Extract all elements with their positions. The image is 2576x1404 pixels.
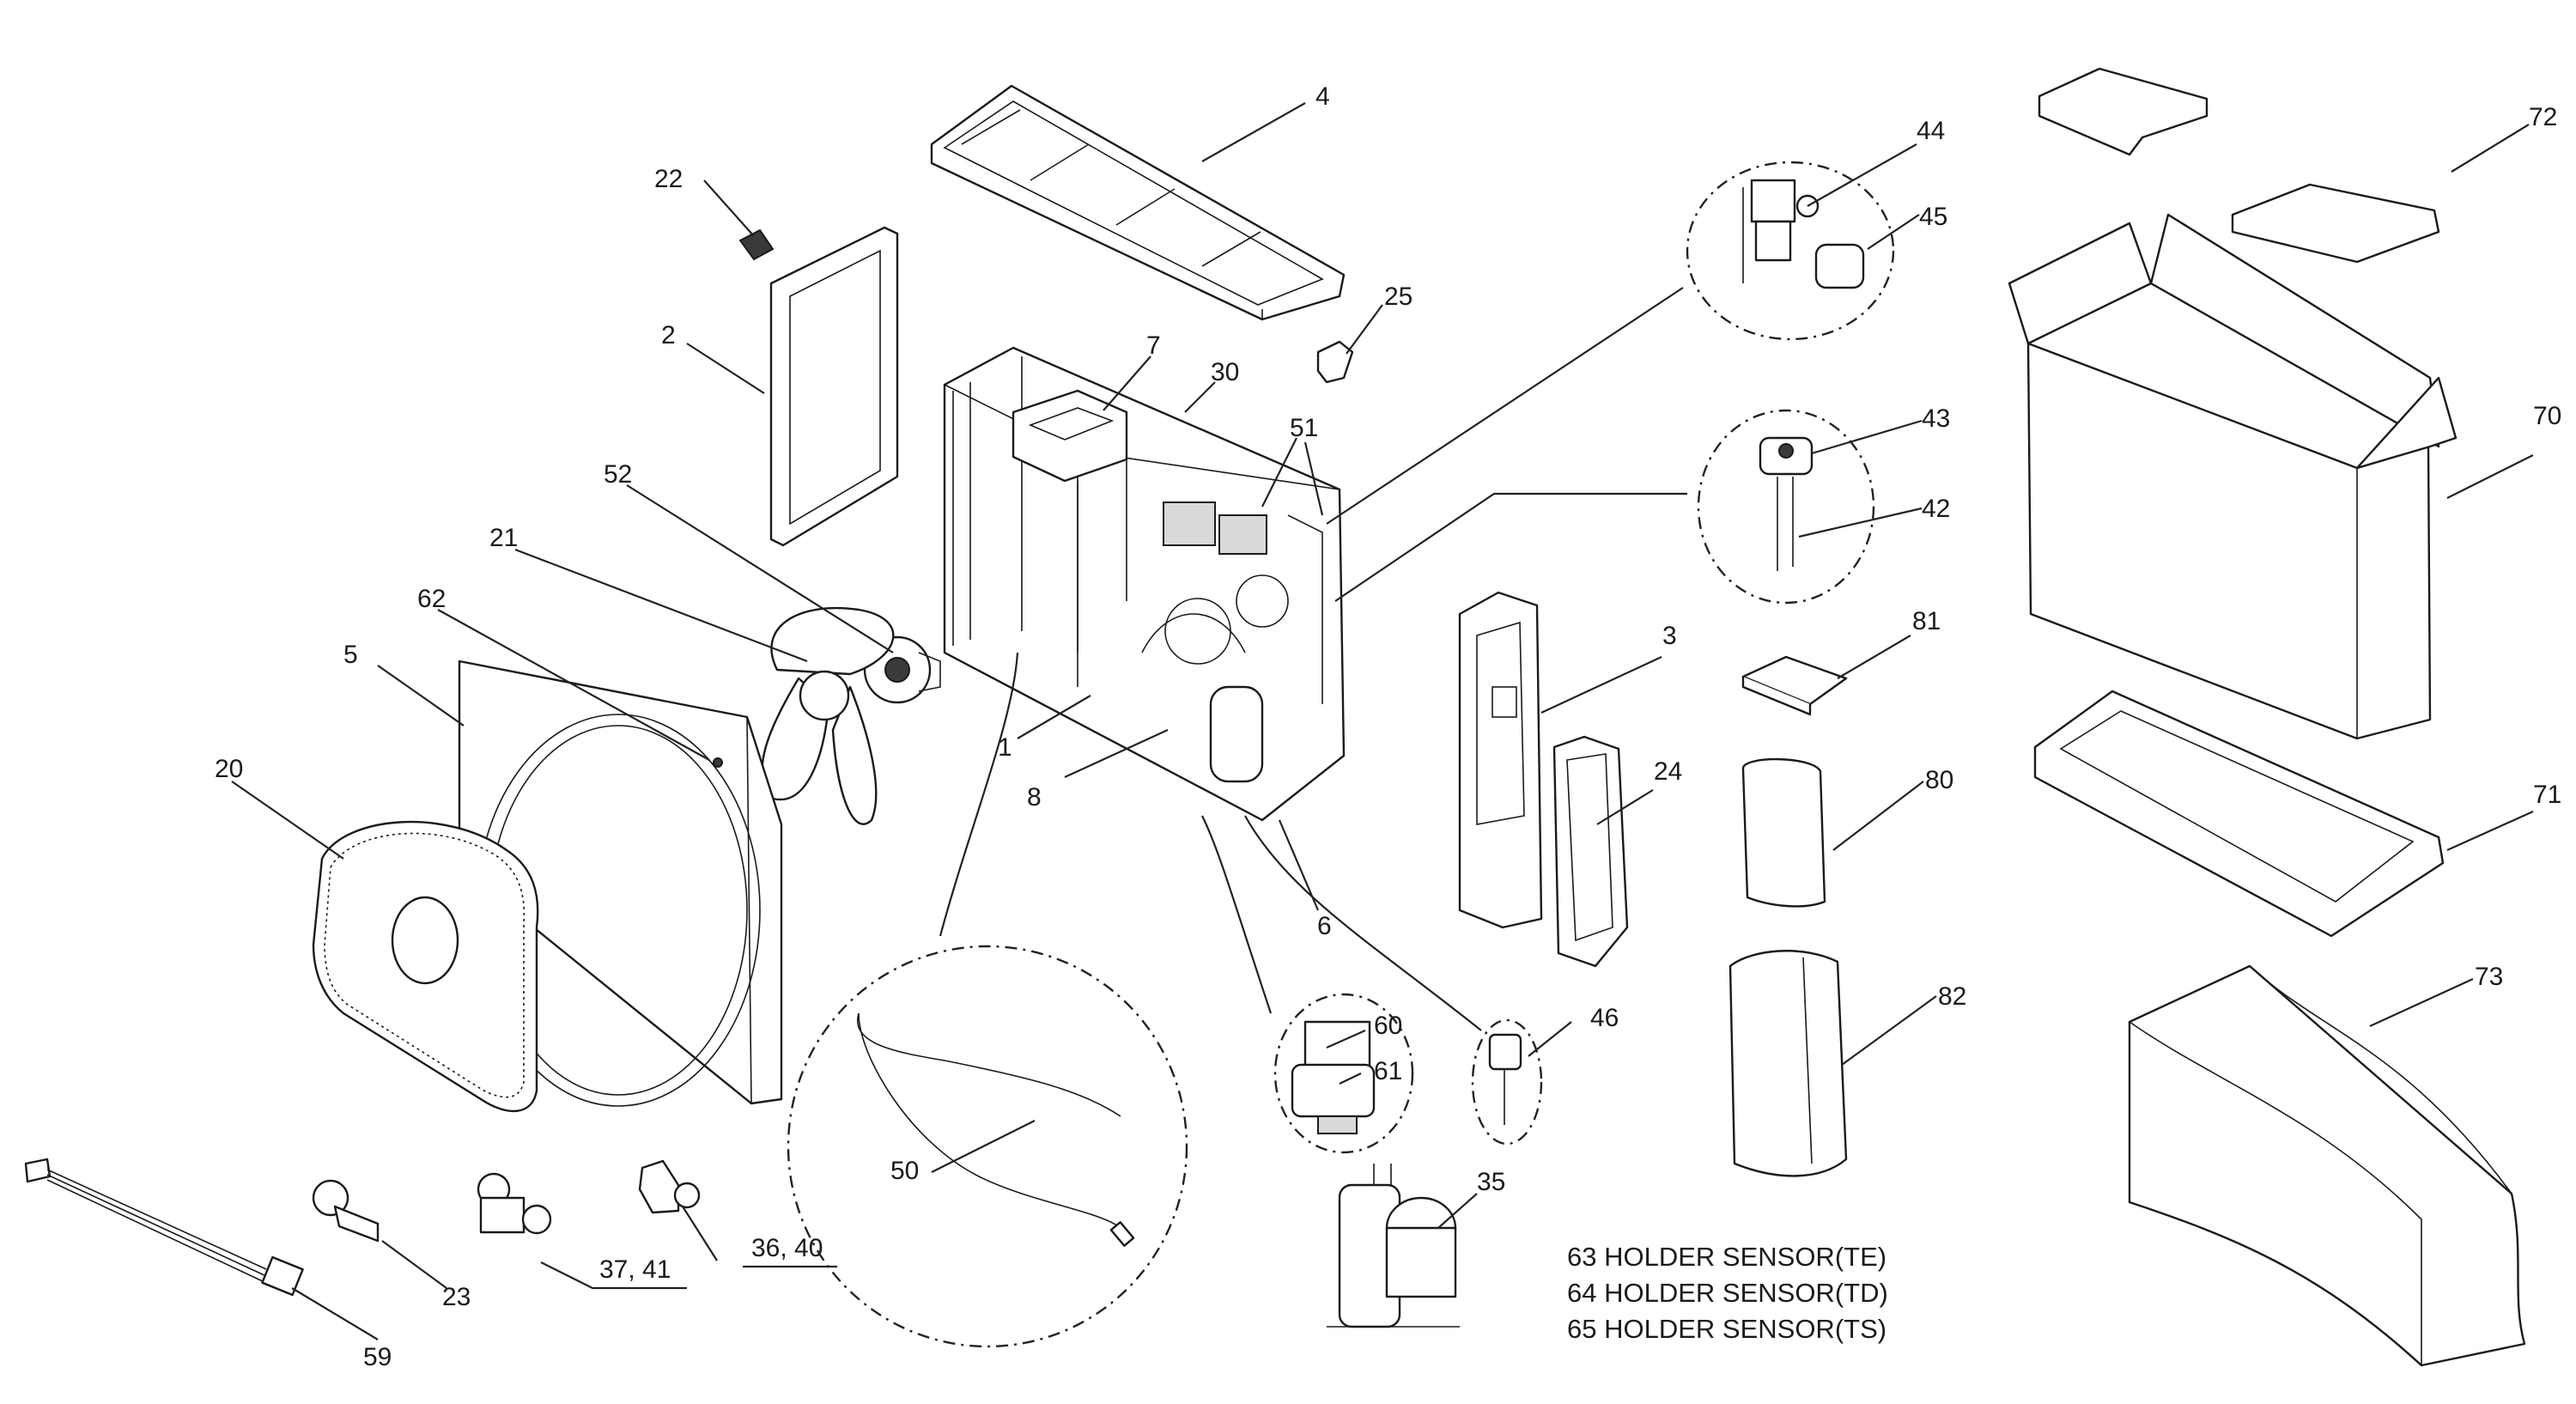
main-chassis <box>943 346 1346 822</box>
part-22-cap <box>738 228 775 261</box>
label-45: 45 <box>1919 203 1947 231</box>
part-81-plate <box>1741 655 1848 716</box>
part-70-carton <box>2008 213 2458 740</box>
note-63: 63 HOLDER SENSOR(TE) <box>1567 1242 1886 1272</box>
label-46: 46 <box>1590 1004 1619 1032</box>
part-3-service-panel <box>1458 591 1543 929</box>
label-21: 21 <box>489 524 518 552</box>
label-44: 44 <box>1917 117 1945 145</box>
label-71: 71 <box>2533 781 2561 809</box>
label-25: 25 <box>1384 283 1413 311</box>
label-7: 7 <box>1146 331 1161 360</box>
part-60-61-group <box>1273 993 1414 1154</box>
label-5: 5 <box>343 641 358 669</box>
label-59: 59 <box>363 1343 392 1371</box>
label-6: 6 <box>1317 912 1332 940</box>
label-72: 72 <box>2529 103 2557 131</box>
label-61: 61 <box>1374 1057 1402 1085</box>
label-52: 52 <box>604 460 632 489</box>
part-80-insulator <box>1741 757 1826 908</box>
label-73: 73 <box>2475 963 2503 991</box>
note-64: 64 HOLDER SENSOR(TD) <box>1567 1278 1888 1308</box>
part-42-43-group <box>1697 409 1875 605</box>
leader-lines <box>231 102 2534 1340</box>
label-1: 1 <box>998 733 1012 762</box>
part-20-fan-guard <box>312 820 539 1112</box>
note-65: 65 HOLDER SENSOR(TS) <box>1567 1314 1886 1344</box>
label-62: 62 <box>417 585 446 613</box>
label-43: 43 <box>1922 404 1950 433</box>
label-36-40: 36, 40 <box>751 1234 823 1262</box>
label-35: 35 <box>1477 1168 1505 1196</box>
label-42: 42 <box>1922 495 1950 523</box>
callout-labels: 4 22 2 7 30 25 51 52 21 62 5 20 1 8 6 3 … <box>215 82 2561 1371</box>
part-46-group <box>1471 1018 1543 1146</box>
holder-sensor-notes: 63 HOLDER SENSOR(TE) 64 HOLDER SENSOR(TD… <box>1567 1242 1888 1344</box>
part-72-packing-top <box>2038 67 2440 264</box>
part-37-41-valve <box>477 1172 552 1235</box>
label-24: 24 <box>1654 757 1682 786</box>
label-81: 81 <box>1912 607 1941 635</box>
label-37-41: 37, 41 <box>599 1255 671 1284</box>
part-59-harness <box>24 1158 304 1297</box>
part-4-top-cover <box>930 84 1346 321</box>
part-36-40-valve <box>638 1159 701 1214</box>
part-71-packing-base <box>2033 690 2445 938</box>
label-82: 82 <box>1938 982 1966 1011</box>
label-3: 3 <box>1662 622 1677 650</box>
label-20: 20 <box>215 755 243 783</box>
label-30: 30 <box>1211 358 1239 386</box>
label-50: 50 <box>890 1157 919 1185</box>
part-73-bag <box>2128 964 2526 1367</box>
label-2: 2 <box>661 321 676 349</box>
part-62-screw <box>713 757 723 768</box>
part-2-side-panel <box>769 226 899 547</box>
part-23-valve <box>312 1179 380 1243</box>
part-35-compressor <box>1327 1164 1460 1328</box>
label-8: 8 <box>1027 783 1042 811</box>
part-21-propeller-fan <box>761 606 895 825</box>
label-80: 80 <box>1925 766 1953 794</box>
part-44-45-group <box>1686 161 1895 341</box>
label-4: 4 <box>1315 82 1330 111</box>
label-23: 23 <box>442 1283 471 1311</box>
part-82-insulator <box>1728 950 1848 1177</box>
label-22: 22 <box>654 165 683 193</box>
label-70: 70 <box>2533 402 2561 430</box>
label-51: 51 <box>1290 414 1318 442</box>
part-50-tube-group <box>787 945 1188 1348</box>
part-25-bracket <box>1316 340 1354 384</box>
part-24-cover <box>1552 735 1629 968</box>
label-60: 60 <box>1374 1012 1402 1040</box>
